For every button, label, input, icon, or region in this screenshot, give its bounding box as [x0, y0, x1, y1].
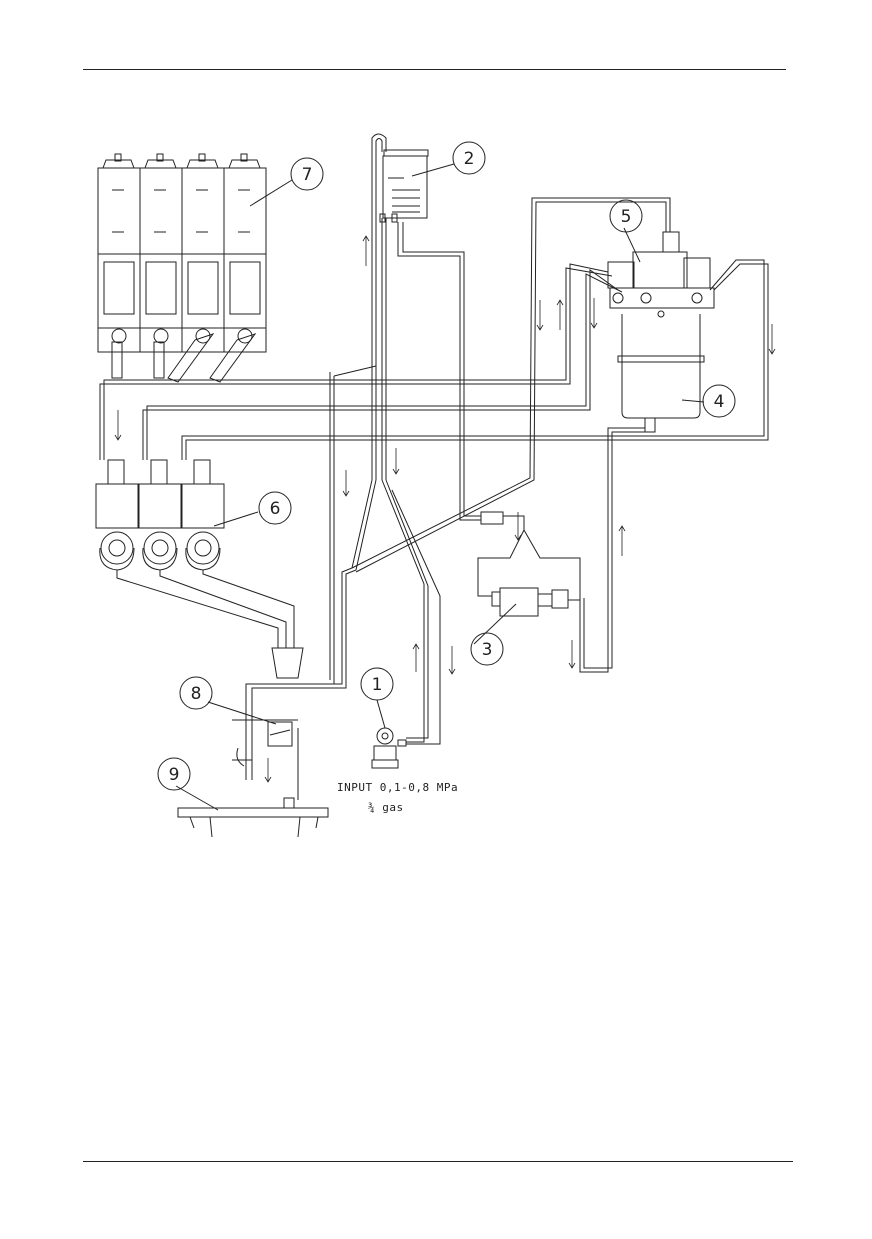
- input-pressure-label: INPUT 0,1-0,8 MPa: [337, 781, 458, 794]
- svg-text:5: 5: [621, 207, 632, 227]
- callout-7: 7: [290, 157, 324, 191]
- solenoid-manifold-5: [607, 231, 715, 318]
- callouts: 7 2 5 4 6 3 1 8: [157, 141, 736, 791]
- svg-text:7: 7: [302, 165, 313, 185]
- drain-valve-8: [232, 719, 298, 767]
- svg-text:2: 2: [464, 149, 475, 169]
- svg-text:6: 6: [270, 499, 281, 519]
- header-rule: [83, 69, 786, 70]
- mixer: [138, 459, 182, 571]
- mixer-group-6: [95, 459, 225, 571]
- svg-text:1: 1: [372, 675, 383, 695]
- canister: [97, 153, 141, 379]
- callout-4: 4: [702, 384, 736, 418]
- drip-tray-9: [177, 797, 329, 838]
- air-break-tank-2: [371, 133, 429, 223]
- tubing: [99, 150, 769, 800]
- svg-text:3: 3: [482, 640, 493, 660]
- canister: [139, 153, 183, 379]
- callout-2: 2: [452, 141, 486, 175]
- callout-leaders: [175, 163, 705, 811]
- inlet-valve-1: [371, 727, 407, 769]
- input-connection-label: ¾ gas: [368, 801, 404, 814]
- svg-text:4: 4: [714, 392, 725, 412]
- mixer: [181, 459, 225, 571]
- callout-1: 1: [360, 667, 394, 701]
- canister: [209, 153, 267, 383]
- cup-icon: [271, 647, 304, 679]
- flow-arrows: [114, 235, 776, 783]
- callout-9: 9: [157, 757, 191, 791]
- svg-text:8: 8: [191, 684, 202, 704]
- svg-text:9: 9: [169, 765, 180, 785]
- callout-6: 6: [258, 491, 292, 525]
- callout-3: 3: [470, 632, 504, 666]
- callout-5: 5: [609, 199, 643, 233]
- boiler-4: [617, 314, 705, 433]
- pump-3: [491, 587, 569, 617]
- callout-8: 8: [179, 676, 213, 710]
- canister: [167, 153, 225, 383]
- mixer: [95, 459, 139, 571]
- flow-meter: [480, 511, 504, 525]
- canister-group-7: [97, 153, 267, 383]
- footer-rule: [83, 1161, 793, 1162]
